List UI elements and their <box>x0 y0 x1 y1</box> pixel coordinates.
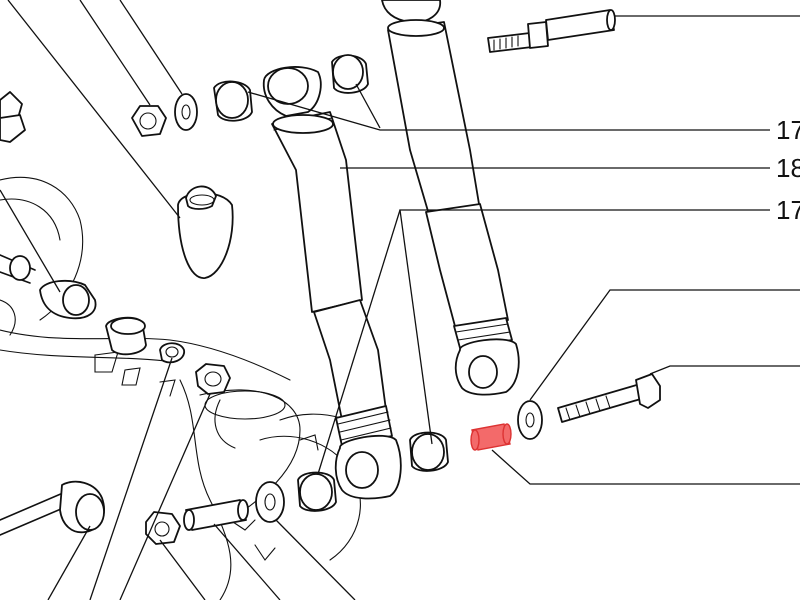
callout-18: 18 <box>776 153 800 183</box>
sleeve-lower-left <box>183 499 249 531</box>
shock-absorber-left <box>262 66 402 500</box>
bushing-lower-left <box>297 471 337 512</box>
rubber-bushing-left <box>39 279 97 320</box>
washer-bottom-right <box>517 400 543 440</box>
bushing-top-left <box>213 80 253 122</box>
washer-lower-left <box>255 481 285 523</box>
callout-labels: 17 18 17 <box>776 115 800 225</box>
bolt-top-right <box>487 9 616 53</box>
bushing-top-right <box>331 54 369 94</box>
axle-housing <box>0 176 381 600</box>
bolt-bottom-right <box>557 373 661 423</box>
shock-absorber-right <box>381 0 520 396</box>
callout-17-upper: 17 <box>776 115 800 145</box>
spacer-sleeve-highlighted[interactable] <box>470 423 512 451</box>
bushing-lower-right <box>409 431 449 472</box>
snap-ring <box>159 342 185 364</box>
nut-left-middle <box>195 363 231 395</box>
bracket-fragment-top-left <box>0 91 26 143</box>
bump-stop <box>177 185 234 279</box>
link-rod-lower <box>0 480 105 536</box>
callout-17-lower: 17 <box>776 195 800 225</box>
nut-top <box>131 105 167 137</box>
washer-top <box>174 93 198 131</box>
link-rod-upper <box>0 254 36 284</box>
bushing-cup <box>105 316 147 356</box>
